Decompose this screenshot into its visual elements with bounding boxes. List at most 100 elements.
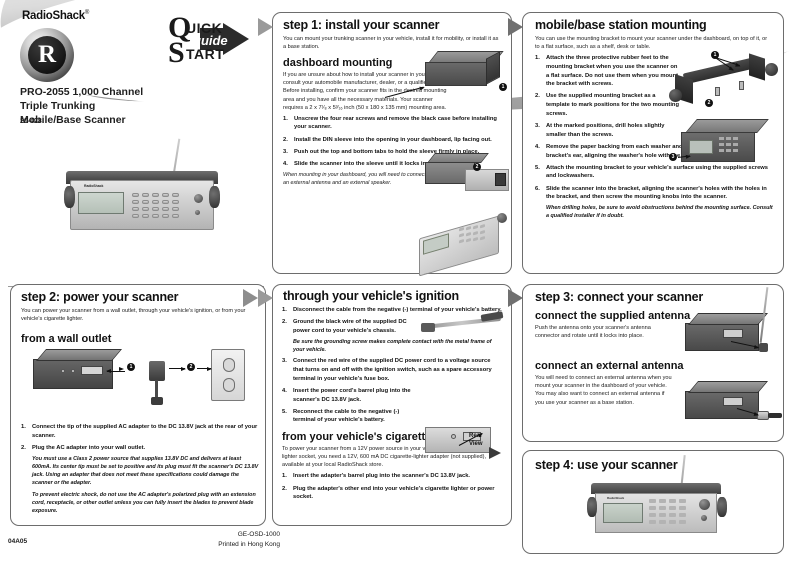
scanner-keypad-key bbox=[132, 214, 139, 218]
scanner-keypad-key bbox=[142, 214, 149, 218]
list-item: 4.Slide the scanner into the sleeve unti… bbox=[283, 161, 445, 168]
list-item: 1.Unscrew the four rear screws and remov… bbox=[283, 115, 497, 131]
scanner-keypad-key bbox=[152, 193, 159, 197]
list-item: 3.Push out the top and bottom tabs to ho… bbox=[283, 148, 480, 155]
scanner-body-keypad bbox=[719, 137, 745, 157]
step-4-keypad bbox=[649, 499, 693, 525]
scanner-keypad-key bbox=[162, 207, 169, 211]
list-item: 1.Insert the adapter's barrel plug into … bbox=[282, 473, 471, 480]
radioshack-wordmark-text: RadioShack bbox=[22, 10, 85, 22]
product-title-line-3: Mobile/Base Scanner bbox=[20, 113, 126, 126]
external-antenna-illustration bbox=[681, 381, 782, 433]
radioshack-wordmark: RadioShack® bbox=[22, 10, 89, 22]
step-1-intro: You can mount your trunking scanner in y… bbox=[283, 36, 499, 51]
radioshack-r-badge: R bbox=[20, 28, 74, 82]
scanner-body-illustration: 3 bbox=[669, 119, 781, 175]
scanner-perspective-knob bbox=[497, 213, 507, 223]
step-2-instruction-list: 1.Connect the tip of the supplied AC ada… bbox=[21, 423, 259, 515]
logo-arrow-bar bbox=[200, 28, 228, 50]
cord-barrel-plug bbox=[421, 323, 435, 332]
scanner-keypad-key bbox=[142, 193, 149, 197]
callout-marker: 1 bbox=[711, 51, 719, 59]
rear-connector-panel bbox=[723, 397, 743, 406]
list-item: 1.Attach the three protective rubber fee… bbox=[535, 55, 679, 88]
callout-marker: 1 bbox=[499, 83, 507, 91]
connect-external-antenna-title: connect an external antenna bbox=[535, 360, 684, 373]
scanner-rear-panel bbox=[495, 173, 506, 186]
list-item: 3.At the marked positions, drill holes s… bbox=[535, 123, 665, 138]
cigarette-instruction-list: 1.Insert the adapter's barrel plug into … bbox=[282, 472, 502, 502]
connect-supplied-antenna-text: Push the antenna onto your scanner's ant… bbox=[535, 325, 651, 340]
ignition-instruction-list: 1.Disconnect the cable from the negative… bbox=[282, 306, 502, 425]
scanner-brand-label: RadioShack bbox=[84, 184, 104, 188]
antenna-base-connector bbox=[759, 343, 768, 352]
scanner-keypad-key bbox=[142, 200, 149, 204]
ignition-tab-arrow bbox=[258, 289, 273, 307]
callout-marker: 1 bbox=[127, 363, 135, 371]
logo-letter-s: S bbox=[168, 36, 185, 69]
scanner-squelch-knob bbox=[195, 210, 200, 215]
ac-adapter-body bbox=[149, 361, 165, 381]
logo-letter-q: Q bbox=[168, 11, 192, 44]
scanner-body-display bbox=[689, 140, 713, 154]
list-item: 4.Insert the power cord's barrel plug in… bbox=[282, 387, 411, 403]
logo-text-tart: TART bbox=[186, 46, 225, 62]
scanner-rear-view-illustration bbox=[425, 421, 511, 469]
scanner-keypad-key bbox=[142, 207, 149, 211]
step-4-top-shell bbox=[591, 483, 721, 494]
catalog-number: 20-428 bbox=[20, 118, 42, 125]
step-4-title: step 4: use your scanner bbox=[535, 458, 678, 472]
mobile-base-intro: You can use the mounting bracket to moun… bbox=[535, 36, 768, 51]
wall-outlet-plate bbox=[211, 349, 245, 401]
list-item: 2.Plug the AC adapter into your wall out… bbox=[21, 444, 259, 515]
dashboard-mounting-title: dashboard mounting bbox=[283, 57, 393, 70]
list-item: 2.Use the supplied mounting bracket as a… bbox=[535, 93, 680, 117]
list-item: 4.Remove the paper backing from each was… bbox=[535, 143, 750, 159]
scanner-keypad-key bbox=[132, 193, 139, 197]
product-title-line-2: Triple Trunking bbox=[20, 99, 96, 112]
scanner-rear-jack-panel bbox=[81, 366, 103, 375]
step-4-scanner-illustration: RadioShack bbox=[585, 455, 729, 549]
scanner-keypad-key bbox=[162, 200, 169, 204]
product-title: PRO-2055 1,000 Channel Triple Trunking M… bbox=[20, 86, 143, 128]
footer-part-number: GE-OSD-1000 bbox=[237, 531, 280, 538]
dc-jack-rear bbox=[451, 434, 456, 439]
scanner-keypad-key bbox=[172, 214, 179, 218]
mounting-knob bbox=[765, 63, 778, 76]
scanner-rear-box-top bbox=[687, 313, 769, 325]
scanner-lcd-display bbox=[78, 192, 124, 214]
coax-cable bbox=[768, 413, 782, 418]
scanner-into-sleeve-illustration: 2 bbox=[425, 153, 513, 203]
quick-start-guide-logo: Q UICK guide S TART bbox=[168, 12, 278, 68]
bracket-right-ear bbox=[749, 53, 765, 81]
connect-supplied-antenna-title: connect the supplied antenna bbox=[535, 310, 691, 322]
registered-mark: ® bbox=[84, 10, 89, 17]
logo-text-uick: UICK bbox=[186, 20, 223, 36]
step-4-squelch-knob bbox=[701, 515, 707, 521]
scanner-keypad-key bbox=[162, 193, 169, 197]
scanner-rear-box-top bbox=[687, 381, 769, 393]
ignition-panel: through your vehicle's ignition 1.Discon… bbox=[272, 284, 512, 526]
mobile-base-mounting-panel: mobile/base station mounting You can use… bbox=[522, 12, 784, 274]
scanner-keypad-key bbox=[172, 207, 179, 211]
leader-line bbox=[107, 371, 125, 372]
scanner-keypad-key bbox=[172, 200, 179, 204]
callout-marker: 3 bbox=[669, 153, 677, 161]
footer-printed-in: Printed in Hong Kong bbox=[218, 540, 280, 548]
scanner-rear-top bbox=[35, 349, 123, 361]
step-3-tab-arrow bbox=[508, 289, 523, 307]
scanner-keypad-key bbox=[152, 214, 159, 218]
cigarette-lighter-intro: To power your scanner from a 12V power s… bbox=[282, 446, 492, 469]
step-4-lcd-display bbox=[603, 503, 643, 523]
footer-doc-info: GE-OSD-1000 Printed in Hong Kong bbox=[160, 530, 280, 550]
product-title-line-1: PRO-2055 1,000 Channel bbox=[20, 86, 144, 98]
dc-13-8v-jack bbox=[71, 369, 75, 373]
rear-view-caption: Rear View bbox=[469, 433, 483, 447]
step-4-brand-label: RadioShack bbox=[607, 496, 625, 500]
mobile-base-title: mobile/base station mounting bbox=[535, 18, 707, 32]
scanner-right-foot bbox=[209, 186, 220, 208]
connect-external-antenna-text: You will need to connect an external ant… bbox=[535, 375, 672, 406]
step-4-left-foot bbox=[587, 497, 597, 517]
list-item: 3.Connect the red wire of the supplied D… bbox=[282, 358, 492, 382]
